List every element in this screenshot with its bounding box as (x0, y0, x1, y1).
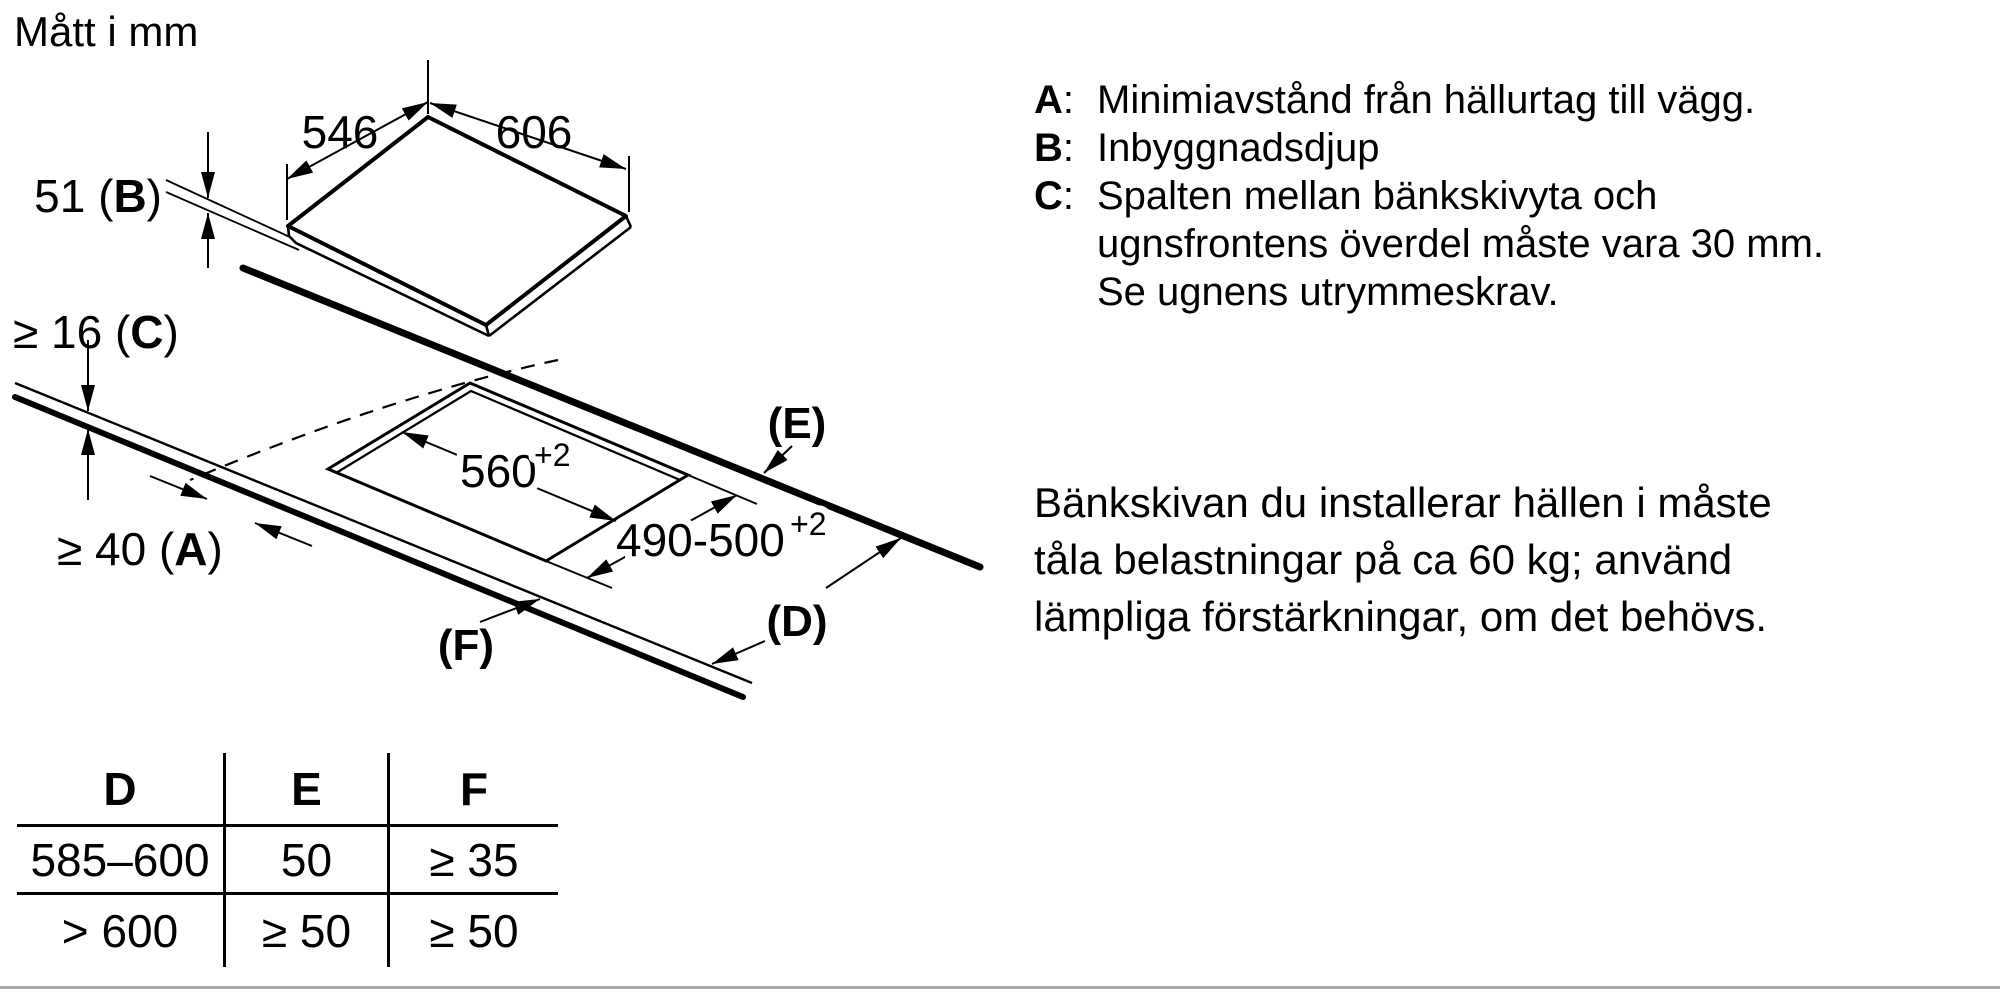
note-line: lämpliga förstärkningar, om det behövs. (1034, 593, 1768, 640)
dim-606-arrow (429, 102, 627, 170)
dim-546-arrow (286, 101, 429, 180)
dim-560-arrow (401, 431, 617, 522)
dim-b-label: 51 (B) (34, 170, 162, 222)
dim-490-label: 490-500 (616, 514, 785, 566)
legend-letter: B: (1034, 126, 1075, 170)
label-d-arrow-to-wall (825, 537, 902, 589)
label-d-arrow-to-front (711, 640, 766, 665)
table-cell: 585–600 (17, 827, 226, 895)
dim-a-arrow-right (149, 475, 208, 500)
legend-text: Inbyggnadsdjup (1097, 126, 1380, 170)
table-cell: 50 (226, 827, 390, 895)
dim-a-arrow-left (254, 522, 313, 547)
legend-row-b: B: Inbyggnadsdjup (1034, 124, 1824, 172)
label-f: (F) (438, 621, 494, 670)
legend-text: ugnsfrontens överdel måste vara 30 mm. (1097, 222, 1825, 266)
page-title: Mått i mm (14, 8, 199, 55)
bottom-divider (0, 986, 2000, 989)
legend-row-c2: ugnsfrontens överdel måste vara 30 mm. (1034, 220, 1824, 268)
dim-560-label: 560 (460, 445, 537, 497)
table-header-d: D (17, 753, 226, 827)
worktop-front-top-edge (14, 381, 753, 685)
worktop-note: Bänkskivan du installerar hällen i måste… (1034, 474, 1772, 645)
legend-text: Spalten mellan bänkskivyta och (1097, 174, 1658, 218)
wall-line (239, 264, 984, 571)
label-e: (E) (768, 399, 827, 448)
label-f-arrow (479, 598, 541, 623)
legend-row-c: C: Spalten mellan bänkskivyta och (1034, 172, 1824, 220)
dim-490-tolerance: +2 (790, 506, 826, 542)
dim-546-label: 546 (302, 106, 379, 158)
def-dimensions-table: D E F 585–600 50 ≥ 35 > 600 ≥ 50 ≥ 50 (17, 753, 558, 967)
table-cell: ≥ 50 (429, 905, 519, 957)
legend-letter (1034, 268, 1097, 316)
legend: A: Minimiavstånd från hällurtag till väg… (1034, 76, 1824, 316)
table-cell: ≥ 50 (226, 895, 390, 967)
installation-drawing: 546 606 51 (B) ≥ 16 (C) ≥ 40 (A) 560 +2 … (12, 60, 984, 700)
dim-490-extension-lines (545, 474, 758, 589)
dim-490-arrow (586, 494, 738, 579)
legend-letter: A: (1034, 78, 1075, 122)
worktop-front-bottom-edge (12, 394, 746, 700)
dim-c-label: ≥ 16 (C) (13, 306, 179, 358)
label-e-arrow (763, 445, 793, 474)
dim-b-extension-lines (165, 179, 300, 251)
dim-a-label: ≥ 40 (A) (57, 523, 223, 575)
legend-letter: C: (1034, 174, 1075, 218)
note-line: tåla belastningar på ca 60 kg; använd (1034, 536, 1733, 583)
hob-body-edges (286, 215, 633, 338)
legend-letter (1034, 220, 1097, 268)
dim-606-label: 606 (496, 106, 573, 158)
table-header-f: F (390, 753, 558, 827)
legend-row-a: A: Minimiavstånd från hällurtag till väg… (1034, 76, 1824, 124)
table-header-e: E (226, 753, 390, 827)
table-cell: ≥ 35 (390, 827, 558, 895)
label-d: (D) (766, 597, 827, 646)
legend-row-c3: Se ugnens utrymmeskrav. (1034, 268, 1824, 316)
dim-560-tolerance: +2 (534, 437, 570, 473)
legend-text: Minimiavstånd från hällurtag till vägg. (1097, 78, 1756, 122)
table-cell: > 600 (17, 895, 226, 967)
note-line: Bänkskivan du installerar hällen i måste (1034, 479, 1772, 526)
legend-text: Se ugnens utrymmeskrav. (1097, 270, 1559, 314)
